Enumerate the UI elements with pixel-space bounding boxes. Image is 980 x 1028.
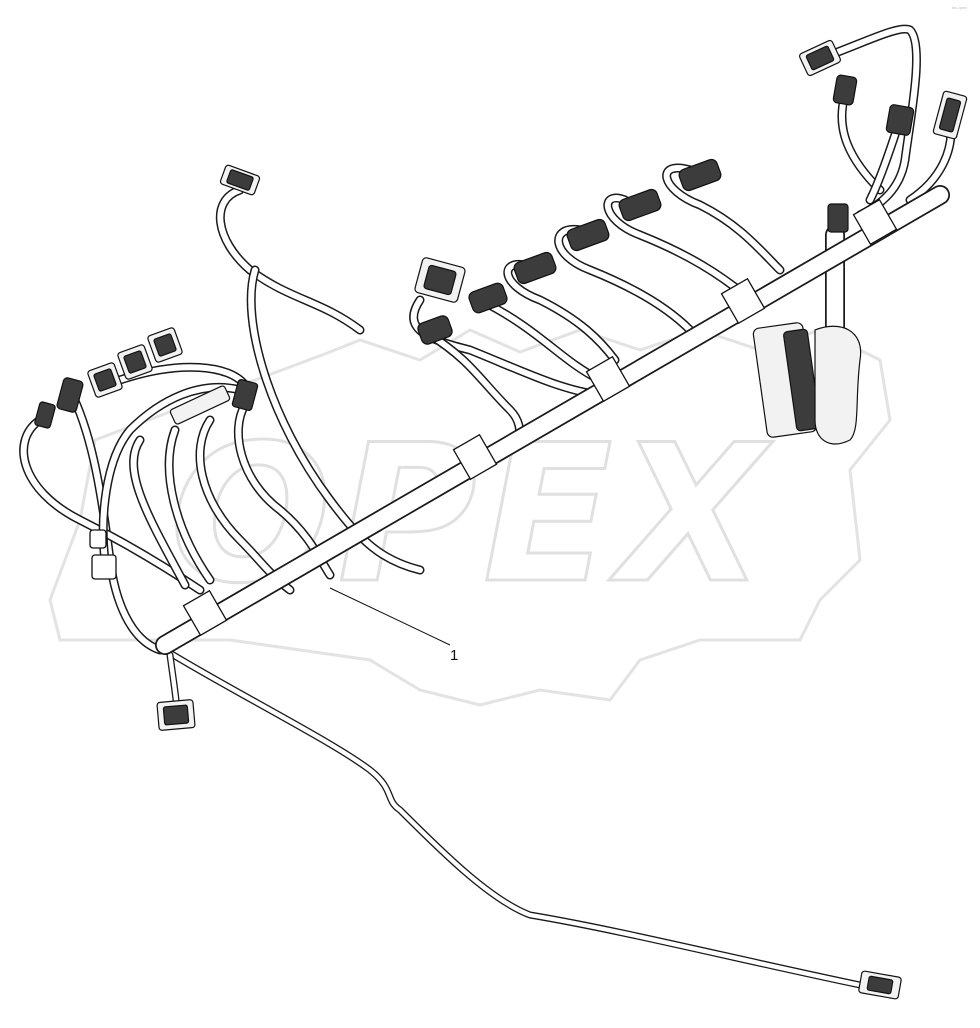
wire-clip xyxy=(89,529,107,549)
callout-leader-line xyxy=(329,587,451,646)
trunk-clip xyxy=(182,589,228,637)
connectors xyxy=(34,39,968,1000)
trunk-clip xyxy=(452,433,498,481)
harness-connector xyxy=(414,257,466,303)
harness-connector xyxy=(56,377,84,413)
harness-connector xyxy=(858,970,902,1000)
main-trunk xyxy=(155,185,950,655)
harness-connector xyxy=(147,327,183,363)
wire-clip xyxy=(91,554,117,580)
injector-connector xyxy=(513,251,557,285)
harness-connector xyxy=(799,39,841,77)
harness-connector xyxy=(231,378,259,412)
harness-connector xyxy=(832,74,858,106)
ecu-connector xyxy=(752,322,862,445)
harness-connector xyxy=(169,385,231,425)
harness-connector xyxy=(468,282,508,314)
harness-connector xyxy=(885,104,915,136)
harness-connector xyxy=(827,203,849,233)
harness-connector xyxy=(34,401,56,429)
harness-connector xyxy=(117,344,153,380)
callout-label: 1 xyxy=(450,647,458,664)
callout-1: 1 xyxy=(329,587,458,664)
harness-connector xyxy=(417,315,453,345)
watermark-brand-tag: lex-opex xyxy=(952,5,967,10)
trunk-clip xyxy=(852,198,898,246)
watermark-gear-outline xyxy=(48,328,892,707)
harness-connector xyxy=(156,699,196,731)
harness-connector xyxy=(932,90,968,140)
injector-connector xyxy=(566,218,610,252)
trunk-clip xyxy=(720,277,766,325)
trunk-clip xyxy=(585,355,631,403)
harness-connector xyxy=(219,164,261,196)
harness-connector xyxy=(87,362,123,398)
injector-connector xyxy=(678,158,722,192)
branch-wires xyxy=(19,24,956,989)
injector-connector xyxy=(618,188,662,222)
trunk-clips xyxy=(182,198,898,637)
